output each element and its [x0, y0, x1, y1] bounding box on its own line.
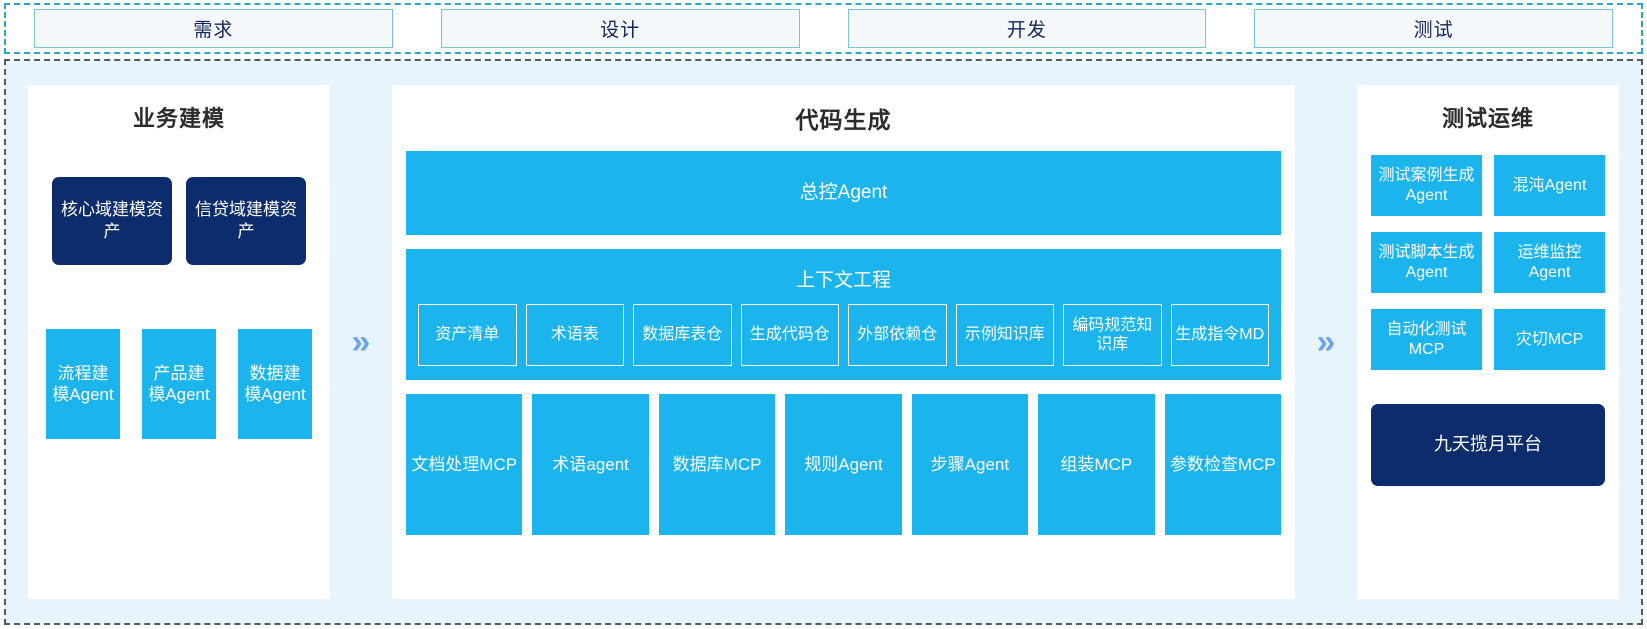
agent-data-modeling[interactable]: 数据建模Agent	[238, 329, 312, 439]
agent-process-modeling[interactable]: 流程建模Agent	[46, 329, 120, 439]
tool-document-processing-mcp[interactable]: 文档处理MCP	[406, 394, 523, 535]
business-asset-group: 核心域建模资产 信贷域建模资产	[42, 177, 316, 265]
phase-box-requirement[interactable]: 需求	[34, 9, 393, 48]
asset-core-domain[interactable]: 核心域建模资产	[52, 177, 172, 265]
context-item-external-dependency-repo[interactable]: 外部依赖仓	[848, 304, 947, 366]
context-item-example-knowledge-base[interactable]: 示例知识库	[955, 304, 1054, 366]
context-item-generation-instruction-md[interactable]: 生成指令MD	[1170, 304, 1269, 366]
phase-box-testing[interactable]: 测试	[1254, 9, 1613, 48]
jiutian-lanyue-platform[interactable]: 九天揽月平台	[1371, 404, 1605, 486]
panel-code-generation: 代码生成 总控Agent 上下文工程 资产清单 术语表 数据库表仓 生成代码仓 …	[392, 85, 1295, 599]
context-engineering-title: 上下文工程	[795, 270, 891, 291]
chaos-agent[interactable]: 混沌Agent	[1494, 155, 1605, 216]
panel-title-code-generation: 代码生成	[795, 107, 892, 133]
tool-assembly-mcp[interactable]: 组装MCP	[1038, 394, 1155, 535]
code-generation-content: 总控Agent 上下文工程 资产清单 术语表 数据库表仓 生成代码仓 外部依赖仓…	[406, 151, 1281, 535]
context-item-coding-standard-knowledge-base[interactable]: 编码规范知识库	[1063, 304, 1162, 366]
context-item-db-table-repo[interactable]: 数据库表仓	[633, 304, 732, 366]
business-agent-group: 流程建模Agent 产品建模Agent 数据建模Agent	[42, 329, 316, 439]
asset-credit-domain[interactable]: 信贷域建模资产	[186, 177, 306, 265]
panel-title-business-modeling: 业务建模	[132, 106, 225, 131]
phase-box-development[interactable]: 开发	[847, 9, 1207, 48]
context-item-glossary[interactable]: 术语表	[525, 304, 624, 366]
phase-strip: 需求 设计 开发 测试	[4, 3, 1643, 54]
tool-rule-agent[interactable]: 规则Agent	[785, 394, 902, 535]
tool-step-agent[interactable]: 步骤Agent	[911, 394, 1029, 535]
controller-agent[interactable]: 总控Agent	[406, 151, 1281, 235]
tool-parameter-check-mcp[interactable]: 参数检查MCP	[1164, 394, 1281, 535]
panel-business-modeling: 业务建模 核心域建模资产 信贷域建模资产 流程建模Agent 产品建模Agent…	[28, 85, 330, 599]
tool-glossary-agent[interactable]: 术语agent	[532, 394, 649, 535]
test-script-generation-agent[interactable]: 测试脚本生成Agent	[1371, 232, 1482, 293]
phase-box-design[interactable]: 设计	[440, 9, 800, 48]
context-item-asset-list[interactable]: 资产清单	[418, 304, 517, 366]
flow-arrow-left: »	[351, 323, 371, 361]
disaster-switch-mcp[interactable]: 灾切MCP	[1494, 309, 1605, 370]
ops-monitoring-agent[interactable]: 运维监控Agent	[1494, 232, 1605, 293]
panel-test-operations: 测试运维 测试案例生成Agent 混沌Agent 测试脚本生成Agent 运维监…	[1357, 85, 1619, 599]
context-engineering-block: 上下文工程 资产清单 术语表 数据库表仓 生成代码仓 外部依赖仓 示例知识库 编…	[406, 249, 1281, 380]
context-item-row: 资产清单 术语表 数据库表仓 生成代码仓 外部依赖仓 示例知识库 编码规范知识库…	[418, 304, 1269, 366]
platform-group: 九天揽月平台	[1371, 404, 1605, 486]
test-case-generation-agent[interactable]: 测试案例生成Agent	[1371, 155, 1482, 216]
tool-database-mcp[interactable]: 数据库MCP	[658, 394, 776, 535]
panel-title-test-operations: 测试运维	[1441, 106, 1534, 131]
context-item-generated-code-repo[interactable]: 生成代码仓	[740, 304, 839, 366]
test-ops-grid: 测试案例生成Agent 混沌Agent 测试脚本生成Agent 运维监控Agen…	[1371, 155, 1605, 370]
diagram-body: 业务建模 核心域建模资产 信贷域建模资产 流程建模Agent 产品建模Agent…	[4, 59, 1643, 625]
tool-agent-row: 文档处理MCP 术语agent 数据库MCP 规则Agent 步骤Agent 组…	[406, 394, 1281, 535]
automated-test-mcp[interactable]: 自动化测试MCP	[1371, 309, 1482, 370]
flow-arrow-right: »	[1316, 323, 1336, 361]
agent-product-modeling[interactable]: 产品建模Agent	[142, 329, 216, 439]
